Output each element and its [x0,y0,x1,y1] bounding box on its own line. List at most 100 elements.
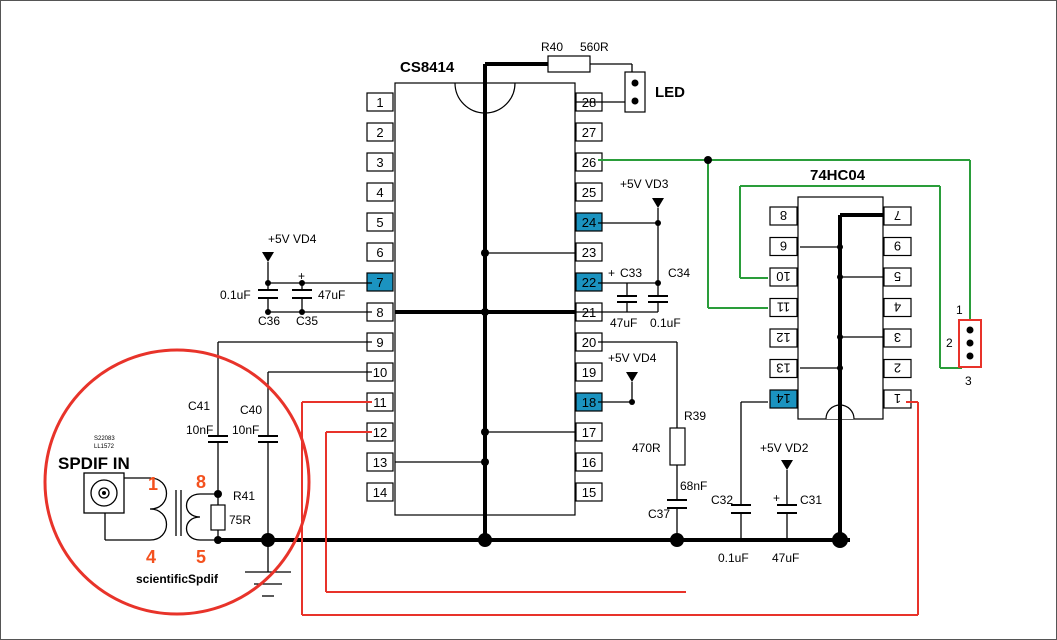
cs8414-pin-25-label: 25 [582,185,596,200]
hc04-pin-12-label: 12 [776,330,790,345]
transformer-part-2: LL1572 [94,444,115,450]
cs8414-pin-27-box [575,122,603,142]
cs8414-pin-15-label: 15 [582,485,596,500]
cs8414-pin-9-label: 9 [376,335,383,350]
cs8414-pin-24-label: 24 [582,215,596,230]
cs8414-pin-27-label: 27 [582,125,596,140]
cs8414-pin-1-label: 1 [376,95,383,110]
c31-value: 47uF [772,551,799,565]
cs8414-pin-13-box [366,452,394,472]
cs8414-pin-4-box [366,182,394,202]
c40-label: C40 [240,403,262,417]
hc04-pin-11-box [769,297,798,318]
jumper-pin-2: 2 [946,336,953,350]
cs8414-pin-10-label: 10 [373,365,387,380]
c31-label: C31 [800,493,822,507]
c37-label: C37 [648,507,670,521]
c36-value: 0.1uF [220,288,251,302]
cs8414-pin-3-label: 3 [376,155,383,170]
cs8414-pin-25-box [575,182,603,202]
cs8414-pin-6-label: 6 [376,245,383,260]
transformer-part-1: S22083 [94,436,115,442]
r40-resistor [547,55,591,73]
hc04-pin-3-box [883,328,912,348]
transformer-pin-4: 4 [146,547,156,567]
transformer-pin-8: 8 [196,472,206,492]
red-wires [301,401,919,616]
hc04-pin-4-label: 4 [894,300,901,315]
cs8414-pin-11-label: 11 [373,395,387,410]
cs8414-pin-14-label: 14 [373,485,387,500]
cs8414-pin-17-label: 17 [582,425,596,440]
hc04-pin-9-label: 9 [894,239,901,254]
cs8414-pin-22-label: 22 [582,275,596,290]
hc04-pin-9-box [883,236,912,257]
hc04-pin-13-label: 13 [776,361,790,376]
hc04-pin-5-box [883,267,912,287]
cs8414-pin-15-box [575,482,603,502]
hc04-pin-7-box [883,206,912,226]
cs8414-pin-20-label: 20 [582,335,596,350]
hc04-pin-2-box [883,358,912,379]
cs8414-pin-22-box [575,272,603,292]
hc04-pin-6-box [769,236,798,257]
cs8414-pin-5-box [366,212,394,232]
cs8414-pin-14-box [366,482,394,502]
c40-value: 10nF [232,423,259,437]
transformer-pin-1: 1 [148,474,158,494]
hc04-label: 74HC04 [810,167,866,184]
r39-value: 470R [632,441,661,455]
cs8414-pin-16-label: 16 [582,455,596,470]
r39-label: R39 [684,409,706,423]
r41-label: R41 [233,489,255,503]
cs8414-pin-4-label: 4 [376,185,383,200]
c34-label: C34 [668,266,690,280]
cs8414-pin-19-label: 19 [582,365,596,380]
c37-capacitor [667,499,687,509]
led-label: LED [655,84,685,101]
r39-resistor [669,427,686,466]
c37-value: 68nF [680,479,707,493]
vd3-label: +5V VD3 [620,177,669,191]
hc04-pin-2-label: 2 [894,361,901,376]
vd2-label: +5V VD2 [760,441,809,455]
r40-value: 560R [580,40,609,54]
c33-label: C33 [620,266,642,280]
transformer-pin-5: 5 [196,547,206,567]
hc04-pin-12-box [769,328,798,348]
junction-dots [214,156,848,548]
transformer [149,477,201,541]
hc04-pin-5-label: 5 [894,269,901,284]
c35-label: C35 [296,314,318,328]
hc04-pin-4-box [883,297,912,318]
cs8414-label: CS8414 [400,59,455,76]
c33-c34-capacitors [617,295,668,303]
c33-value: 47uF [610,316,637,330]
cs8414-pin-17-box [575,422,603,442]
c32-value: 0.1uF [718,551,749,565]
cs8414-pin-19-box [575,362,603,382]
cs8414-pin-2-box [366,122,394,142]
cs8414-pin-7-box [366,272,394,292]
cs8414-pin-23-box [575,242,603,262]
jumper-pin-1: 1 [956,303,963,317]
cs8414-pin-23-label: 23 [582,245,596,260]
hc04-pin-6-label: 6 [780,239,787,254]
cs8414-pin-16-box [575,452,603,472]
r41-resistor [210,504,226,531]
cs8414-pin-1-box [366,92,394,112]
c41-label: C41 [188,399,210,413]
cs8414-pin-7-label: 7 [376,275,383,290]
c34-value: 0.1uF [650,316,681,330]
c35-plus: + [298,269,305,283]
hc04-pin-14-label: 14 [776,391,790,406]
cs8414-pin-18-label: 18 [582,395,596,410]
c36-label: C36 [258,314,280,328]
cs8414-pin-13-label: 13 [373,455,387,470]
vd4-right-label: +5V VD4 [608,351,657,365]
hc04-pin-8-box [769,206,798,226]
hc04-pin-10-box [769,267,798,287]
